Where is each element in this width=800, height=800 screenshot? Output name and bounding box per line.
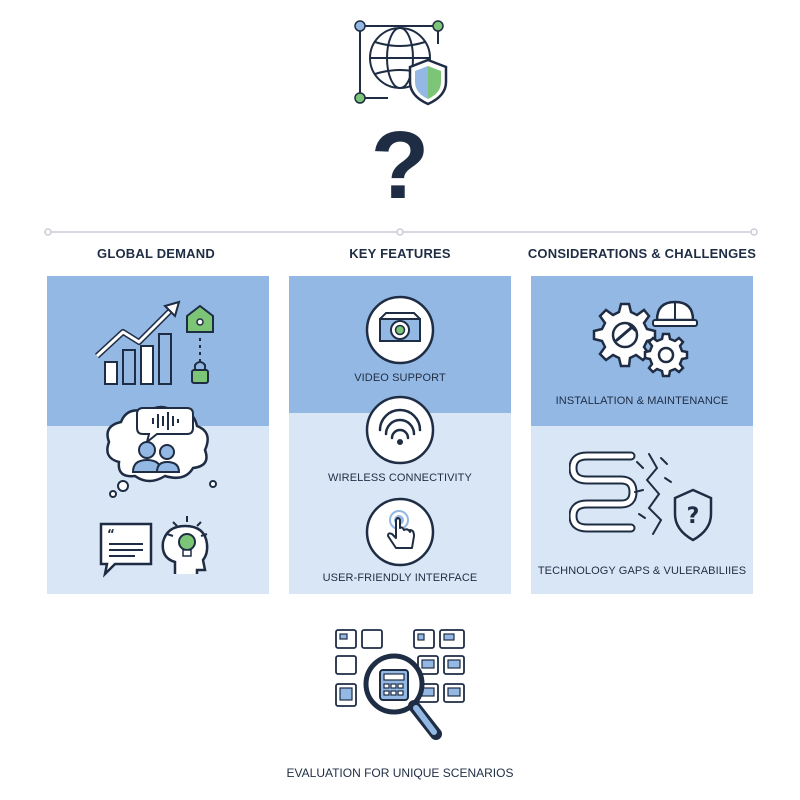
column-title-key-features: KEY FEATURES [349,246,451,261]
challenge-installation-maintenance: INSTALLATION & MAINTENANCE [555,395,729,407]
magnifier-devices-icon [330,626,470,746]
question-mark: ? [370,112,430,219]
column-title-considerations: CONSIDERATIONS & CHALLENGES [527,246,757,261]
wifi-icon [364,394,436,466]
svg-text:“: “ [107,527,115,541]
panel-key-features: VIDEO SUPPORT WIRELESS CONNECTIVITY USER… [289,276,511,594]
column-title-global-demand: GLOBAL DEMAND [97,246,215,261]
challenge-technology-gaps: TECHNOLOGY GAPS & VULERABILIIES [537,565,747,577]
growth-chart-icon [93,300,223,390]
gears-hardhat-icon [581,290,701,382]
evaluation-caption: EVALUATION FOR UNIQUE SCENARIOS [286,766,514,780]
globe-shield-icon [348,14,452,110]
touch-hand-icon [364,496,436,568]
camera-icon [364,294,436,366]
svg-text:?: ? [687,504,700,529]
feature-wireless-connectivity: WIRELESS CONNECTIVITY [328,472,472,484]
chat-idea-icon: “ [95,508,221,578]
panel-considerations: INSTALLATION & MAINTENANCE ? TECHNOLOGY … [531,276,753,594]
feature-user-friendly-interface: USER-FRIENDLY INTERFACE [322,572,478,584]
thought-bubble-users-icon [101,402,221,498]
feature-video-support: VIDEO SUPPORT [354,372,446,384]
panel-global-demand: “ [47,276,269,594]
connector-line [44,228,760,236]
gap-shield-icon: ? [569,448,719,548]
